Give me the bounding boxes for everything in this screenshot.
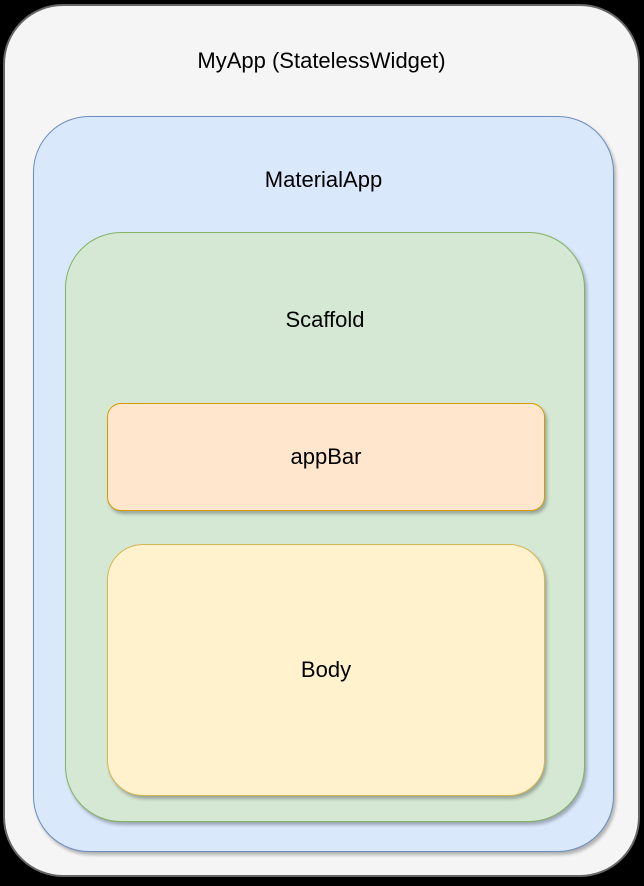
node-appbar: appBar xyxy=(107,403,545,511)
node-materialapp-label: MaterialApp xyxy=(264,167,383,192)
node-appbar-label: appBar xyxy=(290,444,362,469)
node-body-label: Body xyxy=(300,657,352,682)
node-materialapp: MaterialApp Scaffold appBar Body xyxy=(33,116,614,852)
node-myapp-label: MyApp (StatelessWidget) xyxy=(197,48,446,73)
node-myapp-stateless-widget: MyApp (StatelessWidget) MaterialApp Scaf… xyxy=(3,4,640,877)
node-scaffold-label: Scaffold xyxy=(285,307,365,332)
node-scaffold: Scaffold appBar Body xyxy=(65,232,585,822)
node-body: Body xyxy=(107,544,545,796)
